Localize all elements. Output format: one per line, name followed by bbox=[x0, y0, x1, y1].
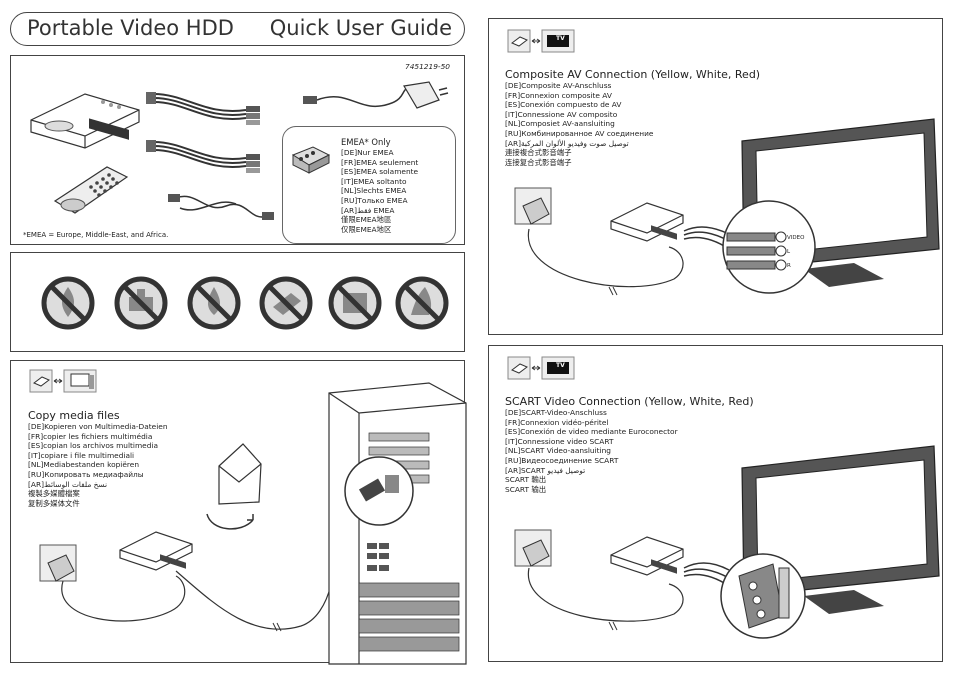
scart-connector-zoom bbox=[720, 553, 806, 639]
composite-line: [ES]Conexión compuesto de AV bbox=[505, 100, 622, 110]
emea-only-box: EMEA* Only [DE]Nur EMEA [FR]EMEA seuleme… bbox=[282, 126, 456, 244]
wall-outlet-icon bbox=[39, 544, 77, 582]
composite-heading: Composite AV Connection (Yellow, White, … bbox=[505, 68, 761, 81]
copy-media-line: [AR]نسخ ملفات الوسائط bbox=[28, 479, 108, 489]
emea-line: [IT]EMEA soltanto bbox=[341, 176, 407, 186]
copy-media-line: [RU]Копировать медиафайлы bbox=[28, 469, 144, 479]
hdd-device-icon bbox=[610, 202, 684, 242]
copy-media-line: [IT]copiare i file multimediali bbox=[28, 450, 135, 460]
copy-media-line: [ES]copian los archivos multimedia bbox=[28, 441, 159, 451]
hdd-to-tv-icon bbox=[507, 356, 575, 380]
emea-line: [ES]EMEA solamente bbox=[341, 167, 419, 177]
remote-control-icon bbox=[53, 166, 129, 214]
scart-line: [FR]Connexion vidéo-péritel bbox=[505, 417, 609, 427]
emea-footnote: *EMEA = Europe, Middle-East, and Africa. bbox=[23, 231, 169, 239]
scart-line: [IT]Connessione video SCART bbox=[505, 436, 614, 446]
tv-label: TV bbox=[556, 362, 565, 369]
emea-line: 僅限EMEA地區 bbox=[341, 215, 392, 225]
scart-video-panel: TV SCART Video Connection (Yellow, White… bbox=[488, 345, 943, 662]
usb-cable-icon bbox=[168, 194, 274, 220]
copy-media-line: 复制多媒体文件 bbox=[28, 498, 80, 508]
safety-warnings-panel bbox=[10, 252, 465, 352]
package-contents-panel: 7451219-50 bbox=[10, 55, 465, 245]
no-magnet-icon bbox=[328, 276, 382, 330]
composite-line: 連接複合式影音端子 bbox=[505, 148, 572, 158]
emea-line: [RU]Только EMEA bbox=[341, 195, 408, 205]
warning-icons-row bbox=[41, 276, 449, 330]
composite-line: [DE]Composite AV-Anschluss bbox=[505, 81, 612, 90]
tv-label: TV bbox=[556, 35, 565, 42]
pc-tower-icon bbox=[328, 382, 467, 665]
copy-media-heading: Copy media files bbox=[28, 409, 120, 422]
guide-title: Quick User Guide bbox=[269, 16, 452, 40]
scart-adapter-icon bbox=[291, 146, 331, 174]
part-number: 7451219-50 bbox=[405, 62, 450, 71]
power-adapter-icon bbox=[303, 81, 449, 109]
hdd-to-pc-icon bbox=[29, 369, 97, 393]
copy-media-panel: Copy media files [DE]Kopieren von Multim… bbox=[10, 360, 467, 665]
scart-language-list: [DE]SCART-Video-Anschluss [FR]Connexion … bbox=[505, 408, 678, 494]
wall-outlet-icon bbox=[514, 187, 552, 225]
scart-cables bbox=[527, 562, 730, 631]
emea-line: [AR]فقط EMEA bbox=[341, 205, 395, 215]
hdd-device-icon bbox=[119, 531, 193, 571]
copy-media-line: 複製多媒體檔案 bbox=[28, 489, 80, 499]
scart-cable-icon bbox=[146, 140, 260, 173]
product-title: Portable Video HDD bbox=[27, 16, 234, 40]
jack-label-right: R bbox=[787, 263, 791, 269]
scart-line: SCART 输出 bbox=[505, 484, 547, 494]
copy-media-line: [NL]Mediabestanden kopiëren bbox=[28, 460, 140, 470]
copy-media-language-list: [DE]Kopieren von Multimedia-Dateien [FR]… bbox=[28, 422, 168, 508]
composite-line: [AR]توصيل صوت وفيديو الألوان المركبة bbox=[505, 138, 629, 148]
television-icon bbox=[741, 445, 940, 614]
composite-line: [FR]Connexion composite AV bbox=[505, 90, 612, 100]
emea-heading: EMEA* Only bbox=[341, 137, 391, 147]
emea-line: 仅限EMEA地区 bbox=[341, 224, 392, 234]
media-folder-icon bbox=[206, 443, 262, 530]
guide-title-banner: Portable Video HDD Quick User Guide bbox=[10, 12, 465, 46]
scart-line: [ES]Conexión de video mediante Euroconec… bbox=[505, 427, 678, 437]
scart-heading: SCART Video Connection (Yellow, White, R… bbox=[505, 395, 754, 408]
no-disassemble-icon bbox=[114, 276, 168, 330]
emea-line: [NL]Slechts EMEA bbox=[341, 186, 407, 196]
av-cables bbox=[527, 226, 730, 296]
hdd-device-icon bbox=[610, 536, 684, 576]
emea-line: [FR]EMEA seulement bbox=[341, 157, 419, 167]
scart-line: SCART 輸出 bbox=[505, 475, 547, 485]
hdd-device-icon bbox=[30, 93, 140, 149]
composite-line: [RU]Комбинированное AV соединение bbox=[505, 128, 654, 138]
emea-line: [DE]Nur EMEA bbox=[341, 148, 394, 157]
copy-media-line: [FR]copier les fichiers multimédia bbox=[28, 431, 153, 441]
composite-av-panel: TV Composite AV Connection (Yellow, Whit… bbox=[488, 18, 943, 335]
copy-media-line: [DE]Kopieren von Multimedia-Dateien bbox=[28, 422, 168, 431]
composite-language-list: [DE]Composite AV-Anschluss [FR]Connexion… bbox=[505, 81, 653, 167]
av-cable-icon bbox=[146, 92, 260, 125]
jack-label-video: VIDEO bbox=[787, 235, 805, 241]
jack-label-left: L bbox=[787, 249, 791, 255]
av-jack-zoom bbox=[722, 200, 816, 294]
no-fire-icon bbox=[41, 276, 95, 330]
emea-language-list: [DE]Nur EMEA [FR]EMEA seulement [ES]EMEA… bbox=[341, 148, 418, 234]
composite-line: [IT]Connessione AV composito bbox=[505, 109, 618, 119]
hdd-to-tv-icon bbox=[507, 29, 575, 53]
composite-line: [NL]Composiet AV-aansluiting bbox=[505, 119, 615, 129]
no-heat-icon bbox=[395, 276, 449, 330]
no-water-icon bbox=[187, 276, 241, 330]
wall-outlet-icon bbox=[514, 529, 552, 567]
scart-line: [NL]SCART Video-aansluiting bbox=[505, 446, 612, 456]
scart-line: [DE]SCART-Video-Anschluss bbox=[505, 408, 607, 417]
scart-line: [AR]SCART توصيل فيديو bbox=[505, 465, 586, 475]
no-drop-icon bbox=[259, 276, 313, 330]
composite-line: 连接复合式影音端子 bbox=[505, 157, 572, 167]
scart-line: [RU]Видеосоединение SCART bbox=[505, 455, 619, 465]
